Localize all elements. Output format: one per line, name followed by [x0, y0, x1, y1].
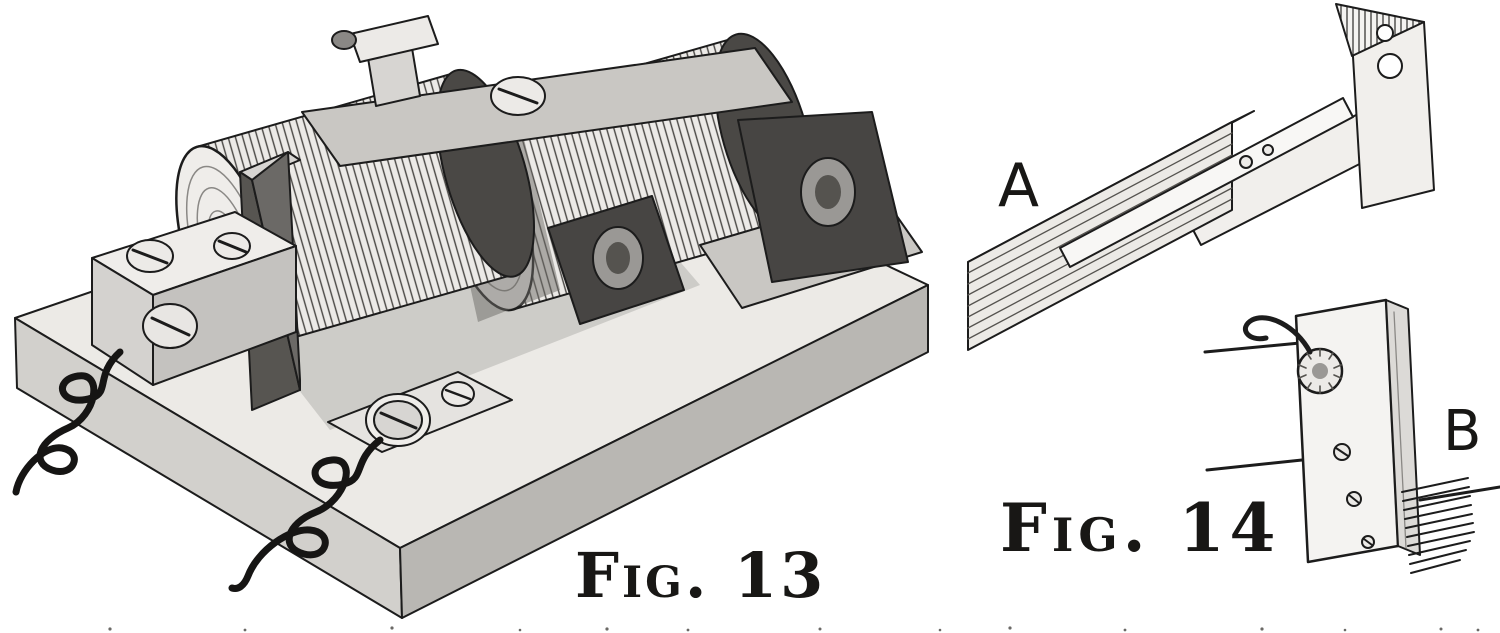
bracket-plate-hole: [1377, 53, 1403, 79]
bent-tab-hole: [1376, 24, 1394, 42]
part-a: [967, 3, 1435, 351]
support-block-side: [1385, 299, 1421, 556]
fig14-illustration: [967, 3, 1500, 574]
armature-strip: [1059, 97, 1354, 268]
fig13-caption: Fig. 13: [575, 539, 827, 612]
fig14-caption: Fig. 14: [1000, 489, 1281, 567]
rail-upper: [1203, 341, 1302, 354]
fig13-illustration: [12, 15, 929, 619]
armature-screw-1: [1239, 155, 1253, 169]
base-right-face: [399, 284, 929, 619]
terminal-block-side: [152, 245, 297, 386]
fig14-label-b: B: [1443, 399, 1482, 464]
terminal-plate-right: [327, 371, 513, 453]
wire-lead-right: [228, 436, 384, 592]
part-b: [1203, 298, 1500, 574]
thumb-screw: [1296, 347, 1344, 395]
wire-leads: [12, 348, 384, 592]
clamp-middle: [547, 195, 685, 325]
rail-lower: [1205, 458, 1304, 472]
wire-lead-left: [12, 348, 124, 496]
shelf-line: [1418, 485, 1500, 502]
hatching-right: [1401, 477, 1475, 574]
wire-hook: [1243, 315, 1313, 355]
top-bracket: [331, 15, 439, 107]
fig14-label-a: A: [998, 151, 1040, 221]
block-screws: [1333, 443, 1375, 549]
clamp-right: [737, 111, 909, 283]
mounting-rails: [1203, 341, 1304, 472]
support-block-front: [1294, 298, 1400, 564]
armature-screw-2: [1262, 144, 1274, 156]
terminal-block-left: [91, 211, 297, 386]
yoke-bar: [301, 47, 793, 167]
page-edge-speckles: [108, 626, 1480, 632]
top-bracket-knob: [331, 30, 357, 50]
